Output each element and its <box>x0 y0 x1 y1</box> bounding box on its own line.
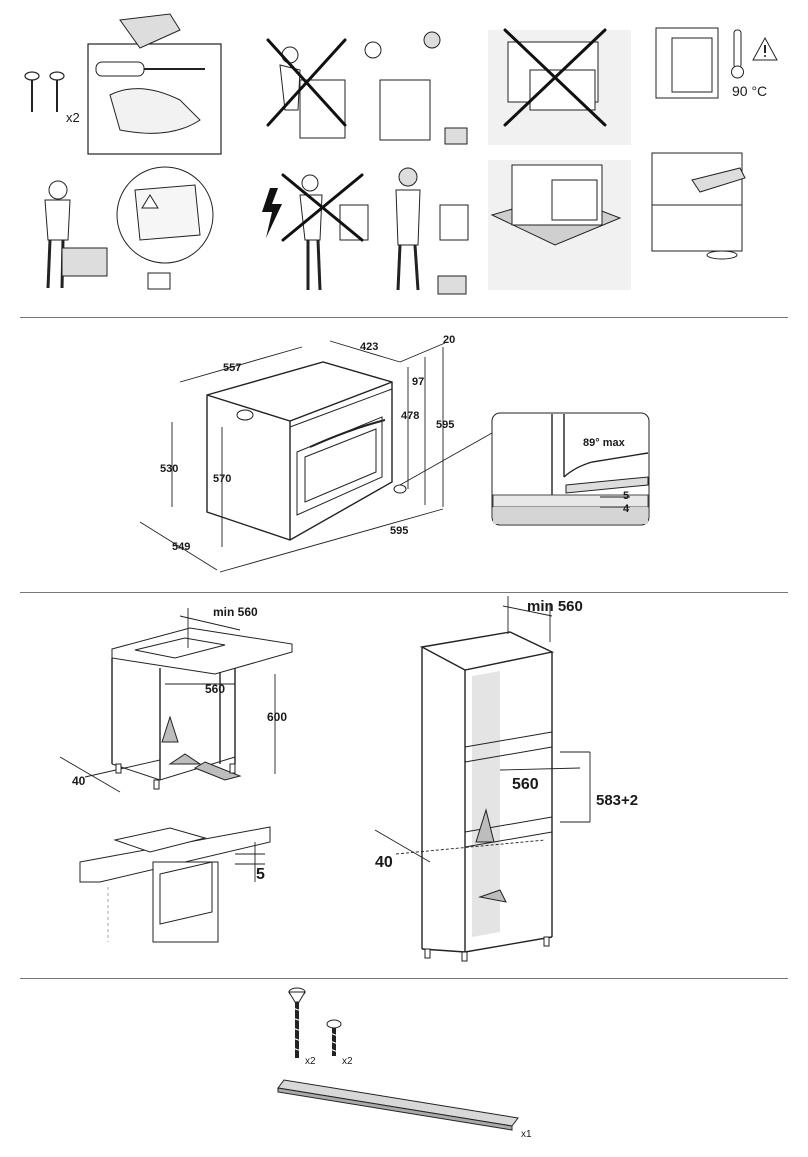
screwdriver-icon <box>95 61 205 77</box>
screws-icon <box>24 71 65 112</box>
reading-person-icon <box>44 180 108 289</box>
column-width: 560 <box>512 776 539 793</box>
under-counter-cabinet <box>59 608 293 793</box>
single-lift-crossed-icon <box>266 38 347 139</box>
under-counter-width: 560 <box>205 682 226 696</box>
two-person-lift-icon <box>364 31 468 145</box>
dimension-lines <box>139 340 493 573</box>
dim-595-height: 595 <box>436 419 455 431</box>
lightning-icon <box>262 188 282 238</box>
short-screw-count: x2 <box>342 1056 353 1067</box>
dim-20: 20 <box>443 334 456 346</box>
oven-dimension-drawing <box>139 340 650 573</box>
dim-478: 478 <box>401 410 420 422</box>
mounting-rail-icon <box>277 1079 519 1131</box>
installed-under-counter-oven <box>79 826 271 943</box>
column-cabinet <box>374 596 591 962</box>
dim-530: 530 <box>160 463 179 475</box>
electrician-icon <box>395 167 469 295</box>
column-height: 583+2 <box>596 792 639 809</box>
under-counter-depth: 40 <box>72 774 86 788</box>
dim-549: 549 <box>172 541 191 553</box>
door-angle-label: 89° max <box>583 437 625 449</box>
dim-4: 4 <box>623 503 630 515</box>
temperature-label: 90 °C <box>732 83 768 99</box>
book-icon <box>147 272 171 290</box>
safety-illustrations <box>24 13 778 295</box>
under-counter-min-width: min 560 <box>213 605 258 619</box>
unsafe-wiring-crossed-icon <box>281 173 369 291</box>
separator-1 <box>20 317 788 318</box>
door-angle-detail <box>491 412 650 526</box>
dim-595-width: 595 <box>390 525 409 537</box>
under-counter-gap: 5 <box>256 866 265 883</box>
dim-557: 557 <box>223 362 242 374</box>
separator-2 <box>20 592 788 593</box>
dim-97: 97 <box>412 376 425 388</box>
long-screw-icon <box>288 987 306 1058</box>
dim-5: 5 <box>623 490 630 502</box>
oven-body <box>206 361 407 541</box>
cabinet-drawings <box>59 596 591 962</box>
dim-423: 423 <box>360 341 379 353</box>
dim-570: 570 <box>213 473 232 485</box>
short-screw-icon <box>326 1019 342 1056</box>
separator-3 <box>20 978 788 979</box>
gloves-icon <box>109 88 201 134</box>
column-min-width: min 560 <box>527 598 583 615</box>
warning-icon <box>141 194 159 209</box>
oven-on-pallet-icon <box>490 164 622 246</box>
safety-section: x2 90 °C <box>0 0 808 317</box>
under-counter-height: 600 <box>267 710 288 724</box>
cabinet-icon <box>655 27 719 99</box>
column-depth: 40 <box>375 854 393 871</box>
tools-box <box>87 43 222 155</box>
thermometer-icon <box>731 29 744 79</box>
fixings-section: x2 x2 x1 <box>0 978 808 1157</box>
cabinet-cleaning-icon <box>651 152 746 260</box>
fixings-drawing <box>277 987 519 1131</box>
cabinet-installation-section: min 560 560 600 40 5 min 560 560 583+2 4… <box>0 592 808 978</box>
oven-door-lift-crossed-icon <box>503 28 607 127</box>
screws-count: x2 <box>66 110 80 125</box>
oven-dimensions-section: 557 423 20 97 478 595 530 570 549 595 89… <box>0 317 808 592</box>
rail-count: x1 <box>521 1129 532 1140</box>
level-icon <box>119 13 181 49</box>
long-screw-count: x2 <box>305 1056 316 1067</box>
